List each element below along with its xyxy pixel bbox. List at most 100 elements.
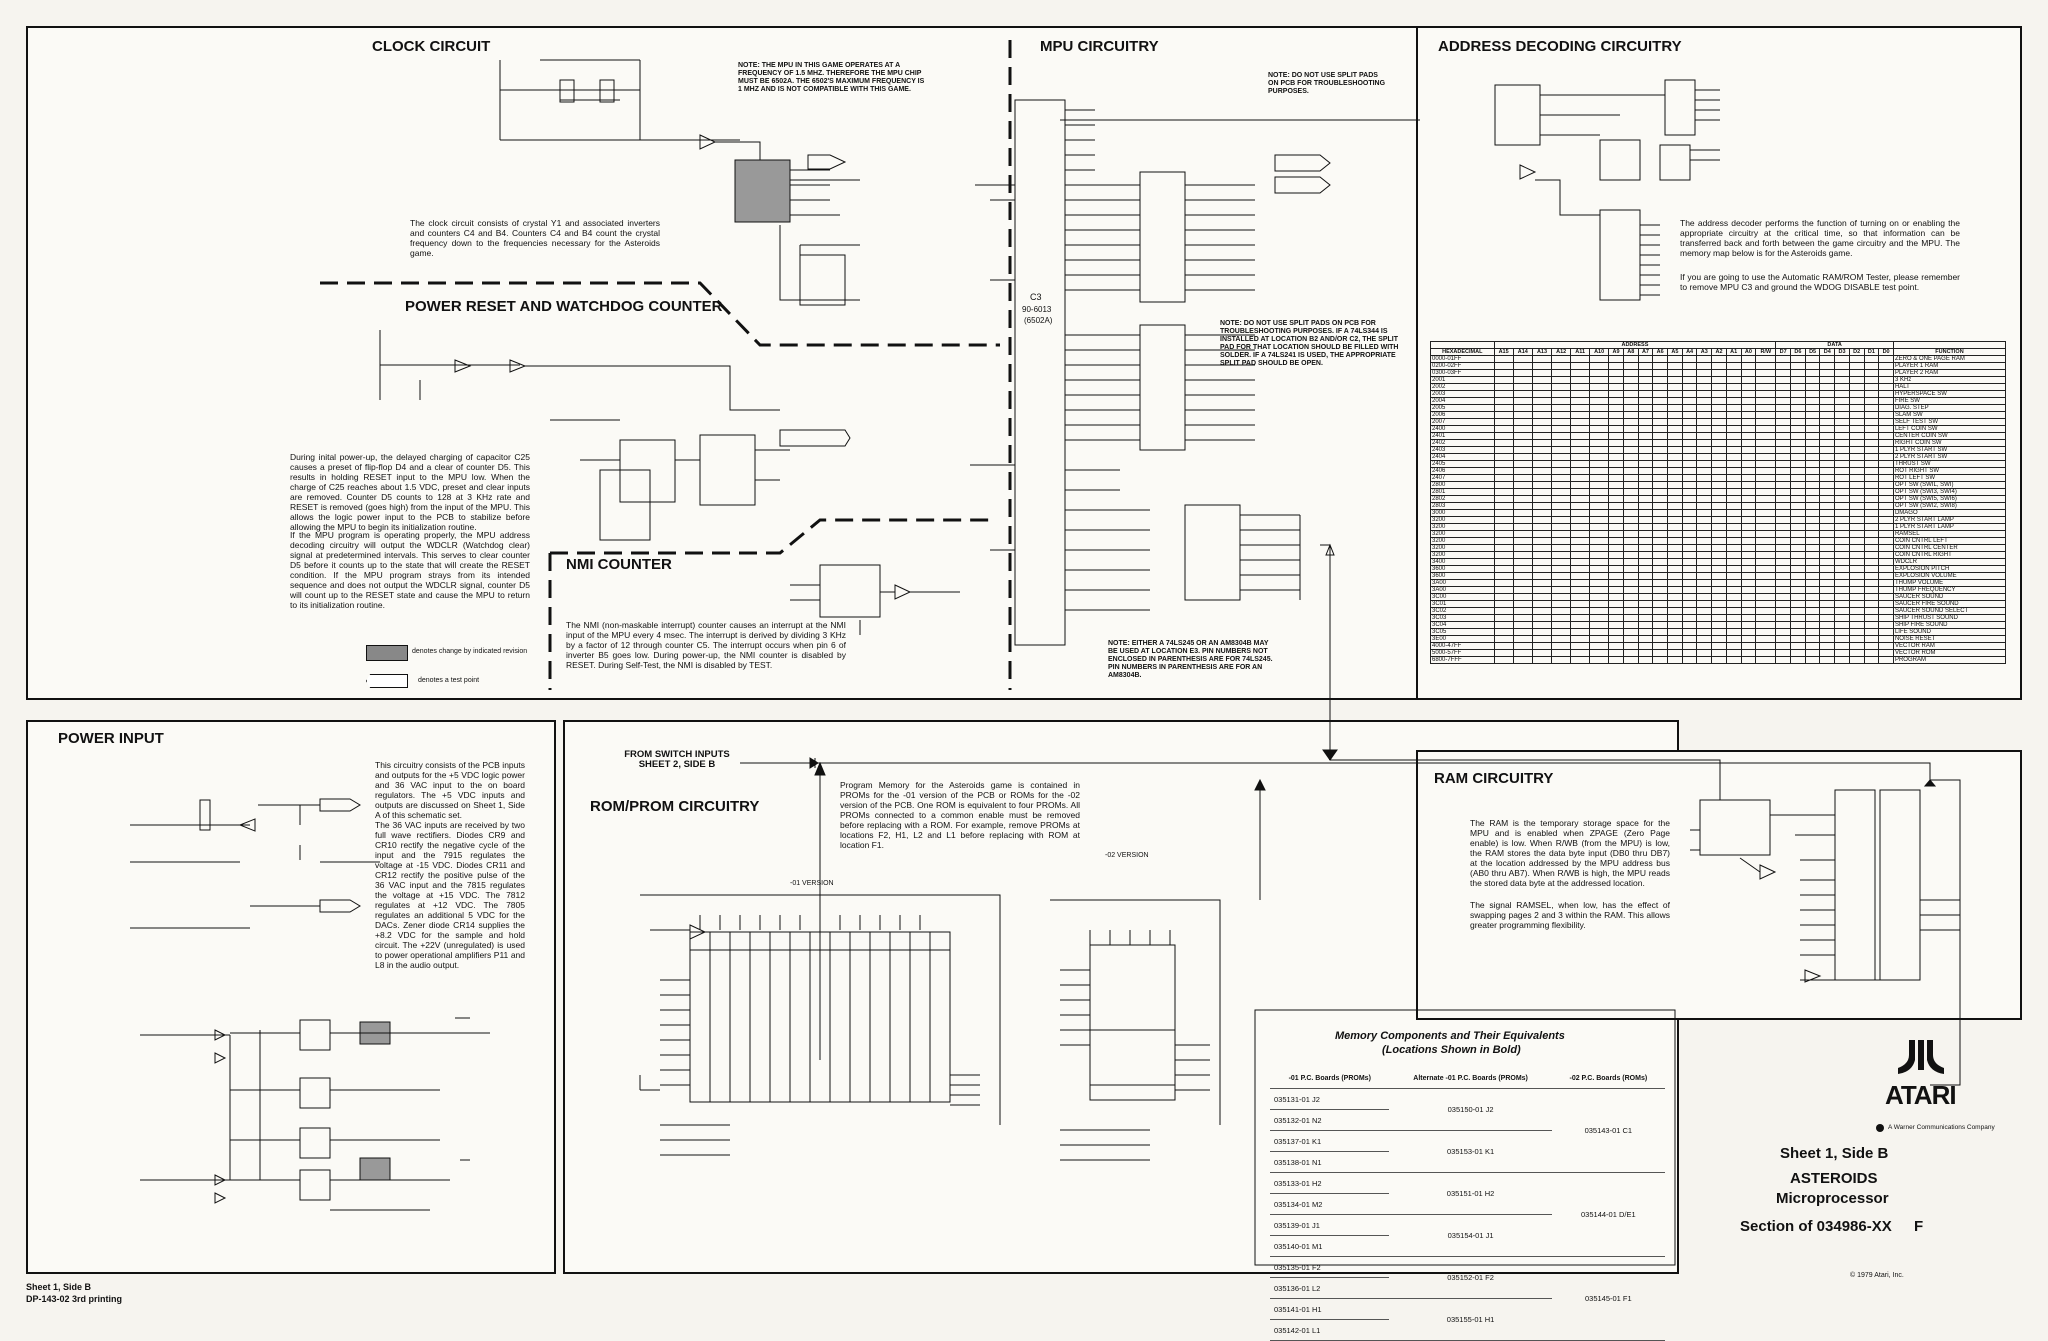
ram-circuitry-title: RAM CIRCUITRY: [1434, 770, 1554, 787]
memory-map-blank: [1430, 341, 1495, 349]
section-subtitle: Microprocessor: [1776, 1190, 1889, 1207]
memory-map-col-header: D0: [1878, 348, 1894, 356]
memory-map-address: 2800: [1430, 481, 1495, 489]
memory-components-col-header: -02 P.C. Boards (ROMs): [1551, 1068, 1665, 1089]
memory-map-function: SAUCER FIRE SOUND: [1892, 600, 2007, 608]
mpu-chip-alt: (6502A): [1024, 316, 1053, 325]
memory-map-function: VECTOR ROM: [1892, 649, 2007, 657]
power-reset-description-2: If the MPU program is operating properly…: [290, 530, 530, 610]
memory-map-address: 0200-02FF: [1430, 362, 1495, 370]
table-row: 035134-01 M2: [1270, 1193, 1665, 1215]
prom-01-part: 035141-01 H1: [1270, 1298, 1390, 1320]
memory-map-function: VECTOR RAM: [1892, 642, 2007, 650]
prom-01-part: 035131-01 J2: [1270, 1088, 1390, 1110]
from-switch-inputs-label: FROM SWITCH INPUTS SHEET 2, SIDE B: [624, 749, 730, 770]
revision-legend-swatch: [366, 645, 408, 661]
prom-01-part: 035134-01 M2: [1270, 1193, 1390, 1215]
memory-map-col-header: A7: [1637, 348, 1654, 356]
memory-map-col-header: D3: [1834, 348, 1850, 356]
memory-map-function: 1 PLYR START SW: [1892, 446, 2007, 454]
prom-alt-part: 035151-01 H2: [1389, 1172, 1552, 1215]
clock-circuit-title: CLOCK CIRCUIT: [372, 38, 491, 55]
memory-map-function: CENTER COIN SW: [1892, 432, 2007, 440]
ram-panel: [1416, 750, 2022, 1020]
memory-map-address: 3A00: [1430, 579, 1495, 587]
address-description-1: The address decoder performs the functio…: [1680, 218, 1960, 258]
memory-map-address: 3200: [1430, 551, 1495, 559]
memory-map-function: SHIP THRUST SOUND: [1892, 614, 2007, 622]
rom-description: Program Memory for the Asteroids game is…: [840, 780, 1080, 850]
memory-map-function: COIN CNTRL RIGHT: [1892, 551, 2007, 559]
prom-01-part: 035138-01 N1: [1270, 1151, 1390, 1173]
memory-map-address: 2007: [1430, 418, 1495, 426]
table-row: 035138-01 N1: [1270, 1151, 1665, 1173]
memory-map-function: THUMP VOLUME: [1892, 579, 2007, 587]
power-input-description-2: The 36 VAC inputs are received by two fu…: [375, 820, 525, 970]
footer-printing: DP-143-02 3rd printing: [26, 1294, 123, 1304]
ram-description-2: The signal RAMSEL, when low, has the eff…: [1470, 900, 1670, 930]
memory-map-col-header: A13: [1531, 348, 1553, 356]
memory-map-function: OPT SW (SWI2, SWI8): [1892, 502, 2007, 510]
memory-map-address: 2400: [1430, 425, 1495, 433]
memory-map-address: 3E00: [1430, 635, 1495, 643]
memory-map-function: NOISE RESET: [1892, 635, 2007, 643]
memory-components-header: -01 P.C. Boards (PROMs)Alternate -01 P.C…: [1270, 1068, 1665, 1089]
prom-alt-part: 035152-01 F2: [1389, 1256, 1552, 1299]
mpu-note-74ls344: NOTE: DO NOT USE SPLIT PADS ON PCB FOR T…: [1220, 320, 1399, 367]
memory-map-address: 3200: [1430, 544, 1495, 552]
memory-map-col-header: A0: [1740, 348, 1757, 356]
copyright: © 1979 Atari, Inc.: [1850, 1272, 1904, 1279]
memory-map-col-header: A4: [1681, 348, 1698, 356]
memory-map-address: 3C05: [1430, 628, 1495, 636]
memory-map-col-header: A6: [1652, 348, 1669, 356]
testpoint-legend-label: denotes a test point: [418, 677, 480, 684]
memory-components-table: -01 P.C. Boards (PROMs)Alternate -01 P.C…: [1270, 1068, 1665, 1341]
memory-map-col-header: D2: [1848, 348, 1865, 356]
memory-map-function: HYPERSPACE SW: [1892, 390, 2007, 398]
memory-map-function: EXPLOSION PITCH: [1892, 565, 2007, 573]
memory-map-col-header: A5: [1667, 348, 1683, 356]
memory-map-col-header: A1: [1725, 348, 1742, 356]
memory-components-title: Memory Components and Their Equivalents: [1335, 1030, 1565, 1042]
memory-map-address: 3A00: [1430, 586, 1495, 594]
memory-components-subtitle: (Locations Shown in Bold): [1382, 1044, 1521, 1056]
memory-map-address: 2803: [1430, 502, 1495, 510]
memory-map-function: SAUCER SOUND SELECT: [1892, 607, 2007, 615]
memory-map-address: 3C03: [1430, 614, 1495, 622]
memory-map-address: 2402: [1430, 439, 1495, 447]
memory-map-col-header: A15: [1493, 348, 1514, 356]
memory-map-address: 3600: [1430, 572, 1495, 580]
memory-map-function: 1 PLYR START LAMP: [1892, 523, 2007, 531]
memory-map-function: OPT SW (SWI3, SWI4): [1892, 488, 2007, 496]
section-number: Section of 034986-XX: [1740, 1218, 1892, 1235]
prom-01-part: 035132-01 N2: [1270, 1109, 1390, 1131]
memory-map-address: 2002: [1430, 383, 1495, 391]
prom-alt-part: 035155-01 H1: [1389, 1298, 1552, 1341]
memory-map-col-header: A10: [1589, 348, 1610, 356]
footer-sheet: Sheet 1, Side B: [26, 1282, 92, 1292]
memory-map-address: 3000: [1430, 509, 1495, 517]
